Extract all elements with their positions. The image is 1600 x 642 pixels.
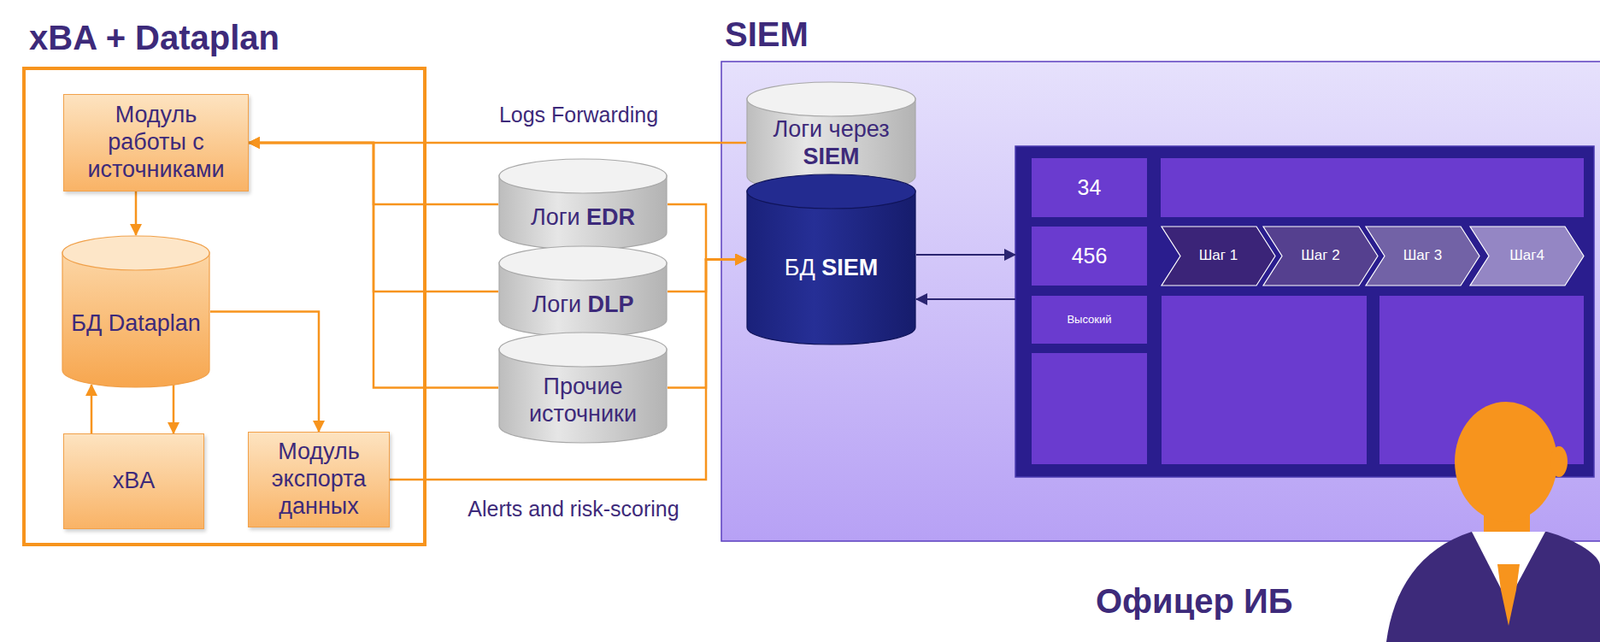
group-heading: xBA + Dataplan (29, 17, 280, 59)
connector-line (135, 191, 138, 236)
severity-tile: Высокий (1031, 295, 1148, 344)
label-part: SIEM (821, 254, 878, 281)
node-label: Высокий (1066, 312, 1112, 326)
log-cylinder: Прочие источники (498, 331, 668, 444)
chevron-body (1365, 226, 1480, 286)
edge-label: Logs Forwarding (499, 102, 659, 129)
label-part: Логи (531, 291, 588, 318)
cylinder-body (747, 190, 916, 345)
node-label: Шаг 2 (1300, 247, 1340, 265)
cylinder-shape (498, 158, 668, 251)
metric-tile: 456 (1031, 226, 1148, 286)
label-part: БД (784, 254, 823, 281)
chevron-body (1263, 226, 1378, 286)
node-label: Логи DLP (531, 291, 634, 319)
group-frame: Модуль работы с источниками БД Dataplan xB… (22, 66, 427, 547)
label-part: SIEM (802, 143, 859, 170)
cylinder-shape (498, 245, 668, 338)
label-part: DLP (588, 291, 635, 318)
connector-line (172, 384, 176, 434)
node-label: Логи через SIEM (758, 116, 905, 171)
dashboard-screen: 34 456 Шаг 1 Шаг 2 Шаг 3 Шаг4Высокий (1015, 146, 1595, 477)
module-box: Модуль работы с источниками (63, 94, 249, 192)
officer-ear (1550, 446, 1568, 477)
node-label: Шаг 3 (1403, 247, 1442, 265)
node-label: 456 (1071, 243, 1108, 270)
connector-line (389, 259, 747, 481)
group-heading: SIEM (724, 13, 809, 55)
node-label: БД Dataplan (70, 310, 201, 338)
dashboard-tile (1031, 352, 1148, 465)
label-part: Логи (530, 204, 587, 230)
cylinder-top (62, 235, 210, 271)
panel-background (721, 61, 1600, 542)
step-chevron: Шаг 3 (1365, 226, 1480, 286)
cylinder-top (499, 158, 667, 194)
officer-head (1454, 401, 1558, 522)
cylinder-body (62, 252, 210, 388)
node-label: xBA (112, 467, 156, 495)
node-label: 34 (1077, 175, 1102, 201)
siem-panel: Логи через SIEMБД SIEM34456Шаг 1Шаг 2Шаг… (721, 61, 1600, 542)
edge-label: Alerts and risk-scoring (467, 496, 679, 523)
node-label: Прочие источники (510, 373, 656, 429)
database-cylinder: БД Dataplan (61, 235, 211, 389)
label-part: EDR (586, 204, 636, 230)
node-label: Модуль экспорта данных (258, 438, 379, 521)
module-box: Модуль экспорта данных (247, 431, 390, 528)
chevron-body (1161, 226, 1276, 286)
label-part: Логи через (772, 116, 889, 142)
log-cylinder: Логи DLP (498, 245, 668, 338)
cylinder-top (747, 82, 916, 117)
chevron-body (1470, 226, 1584, 286)
connector-line (916, 298, 1016, 300)
officer-tie (1497, 564, 1520, 626)
connector-line (916, 253, 1016, 256)
connector-line (667, 204, 747, 260)
node-label: БД SIEM (784, 254, 879, 283)
cylinder-top (747, 174, 916, 209)
dashboard-tile (1161, 295, 1367, 465)
connector-line (210, 311, 319, 433)
node-label: Модуль работы с источниками (79, 101, 234, 184)
module-box: xBA (63, 433, 205, 530)
step-chevron: Шаг 2 (1263, 226, 1378, 286)
step-chevron: Шаг 1 (1161, 226, 1276, 286)
log-cylinder: Логи EDR (498, 158, 668, 251)
dashboard-tile (1160, 158, 1584, 218)
cylinder-top (499, 332, 667, 367)
role-caption: Офицер ИБ (1095, 581, 1294, 622)
node-label: Шаг 1 (1199, 247, 1238, 265)
connector-line (248, 142, 499, 389)
connector-line (90, 384, 94, 434)
metric-tile: 34 (1031, 158, 1148, 218)
cylinder-top (499, 246, 667, 281)
node-label: Шаг4 (1509, 247, 1545, 265)
officer-body (1386, 531, 1600, 642)
officer-icon (1386, 401, 1600, 642)
node-label: Логи EDR (530, 204, 636, 232)
step-chevron: Шаг4 (1470, 226, 1584, 286)
database-cylinder: БД SIEM (746, 173, 917, 346)
